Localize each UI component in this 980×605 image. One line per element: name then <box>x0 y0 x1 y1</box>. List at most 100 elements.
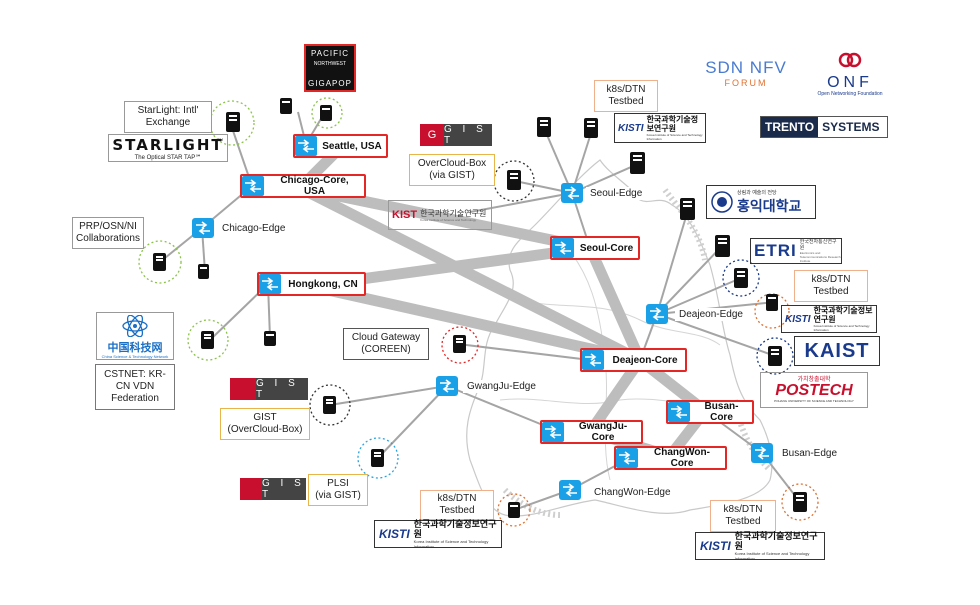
site-line: PRP/OSN/NI <box>79 221 137 232</box>
site-line: Testbed <box>813 286 849 297</box>
logo-text: G I S T <box>262 478 306 500</box>
site-line: (OverCloud-Box) <box>227 424 303 435</box>
core-hongkong[interactable]: Hongkong, CN <box>257 272 366 296</box>
server-icon <box>766 294 778 311</box>
edge-switches <box>192 183 773 500</box>
logo-text: GIGAPOP <box>308 79 352 88</box>
server-icon <box>768 346 782 366</box>
edge-label-deajeon: Deajeon-Edge <box>675 308 747 321</box>
logo-text: G I S T <box>444 124 492 146</box>
etri-logo: ETRI 한국전자통신연구원 Electronics and Telecommu… <box>750 238 842 264</box>
korea-coast-dotted <box>732 399 773 473</box>
site-line: (via GIST) <box>315 490 361 501</box>
logo-text: 한국과학기술연구원 <box>420 208 487 218</box>
core-label: Busan-Core <box>704 401 739 423</box>
site-line: CSTNET: KR- <box>104 369 166 380</box>
kisti-logo-right: KISTI 한국과학기술정보연구원 Korea Institute of Sci… <box>781 305 877 333</box>
logo-text: POHANG UNIVERSITY OF SCIENCE AND TECHNOL… <box>774 399 854 403</box>
switch-icon <box>242 176 264 196</box>
logo-text: Electronics and Telecommunications Resea… <box>799 251 841 263</box>
logo-text: The Optical STAR TAP℠ <box>134 155 202 161</box>
site-line: Collaborations <box>76 233 140 244</box>
logo-text: KISTI <box>700 539 731 553</box>
kist-logo: KIST 한국과학기술연구원 Korea Institute of Scienc… <box>388 200 492 230</box>
onf-emblem-icon <box>838 52 862 68</box>
logo-text: 中国科技网 <box>107 342 163 354</box>
gist-red-cell <box>240 478 262 500</box>
starlight-logo: STARLIGHT The Optical STAR TAP℠ TM <box>108 134 228 162</box>
trunk-chicago-seoul <box>294 182 596 254</box>
logo-text: 한국과학기술정보연구원 <box>813 306 873 324</box>
logo-text: Korea Institute of Science and Technolog… <box>420 217 477 222</box>
site-prp: PRP/OSN/NI Collaborations <box>72 217 144 249</box>
site-starlight: StarLight: Intl' Exchange <box>124 101 212 133</box>
pacific-northwest-gigapop-logo: PACIFIC NORTHWEST GIGAPOP <box>304 44 356 92</box>
core-seattle[interactable]: Seattle, USA <box>293 134 388 158</box>
core-seoul[interactable]: Seoul-Core <box>550 236 640 260</box>
server-icon <box>630 152 645 174</box>
site-line: Exchange <box>145 117 191 128</box>
trento-systems-logo: TRENTO SYSTEMS <box>760 116 888 138</box>
core-busan[interactable]: Busan-Core <box>666 400 754 424</box>
logo-text: China Science & Technology Network <box>101 354 169 359</box>
cstnet-logo: 中国科技网 China Science & Technology Network <box>96 312 174 360</box>
logo-text: SDN NFV <box>705 58 787 77</box>
switch-icon <box>751 443 773 463</box>
logo-text: TM <box>217 137 223 142</box>
hongik-emblem-icon <box>711 191 733 213</box>
server-icon <box>507 170 521 190</box>
core-changwon[interactable]: ChangWon-Core <box>614 446 727 470</box>
kisti-logo-br: KISTI 한국과학기술정보연구원 Korea Institute of Sci… <box>695 531 825 561</box>
kaist-logo: KAIST <box>794 336 880 366</box>
logo-text: 한국과학기술정보연구원 <box>646 115 699 133</box>
logo-text: PACIFIC <box>311 49 349 58</box>
core-label: ChangWon-Core <box>654 447 710 469</box>
gist-red-cell <box>230 378 256 400</box>
logo-text: ETRI <box>754 241 797 260</box>
site-overcloud: OverCloud-Box (via GIST) <box>409 154 495 186</box>
logo-text: POSTECH <box>775 382 853 399</box>
switch-icon <box>559 480 581 500</box>
logo-text: SYSTEMS <box>818 117 884 137</box>
server-icon <box>584 118 598 138</box>
core-gwangju[interactable]: GwangJu-Core <box>540 420 643 444</box>
site-line: k8s/DTN <box>437 493 477 504</box>
gist-logo-mid: G I S T <box>230 378 308 400</box>
switch-icon <box>259 274 281 294</box>
site-line: CN VDN <box>115 381 155 392</box>
logo-text: 가치창출대학 <box>797 377 831 383</box>
logo-text: 상림과 예술의 전당 <box>737 189 777 196</box>
core-deajeon[interactable]: Deajeon-Core <box>580 348 687 372</box>
switch-icon <box>561 183 583 203</box>
core-label: Seoul-Core <box>579 242 634 254</box>
site-cstnet: CSTNET: KR- CN VDN Federation <box>95 364 175 410</box>
gist-logo-top: G G I S T <box>420 124 492 146</box>
logo-text: G I S T <box>256 378 308 400</box>
logo-text: KIST <box>392 209 418 221</box>
core-label: Hongkong, CN <box>288 278 358 290</box>
server-icon <box>537 117 551 137</box>
switch-icon <box>295 136 317 156</box>
site-line: k8s/DTN <box>606 84 646 95</box>
site-line: Testbed <box>608 96 644 107</box>
logo-text: FORUM <box>724 78 768 88</box>
logo-text: KISTI <box>785 313 811 325</box>
hongik-logo: 상림과 예술의 전당 홍익대학교 <box>706 185 816 219</box>
logo-text: KAIST <box>804 339 870 362</box>
korea-province-border <box>519 299 721 346</box>
logo-text: Korea Institute of Science and Technolog… <box>813 324 870 332</box>
server-icon <box>508 502 520 518</box>
gist-logo-bottom: G I S T <box>240 478 306 500</box>
logo-text: 홍익대학교 <box>737 197 802 214</box>
gist-red-cell: G <box>420 124 444 146</box>
logo-text: KISTI <box>618 122 644 134</box>
logo-text: ONF <box>827 74 873 91</box>
server-icon <box>280 98 292 114</box>
logo-text: Korea Institute of Science and Technolog… <box>734 551 810 561</box>
cstnet-atom-icon <box>122 314 148 338</box>
core-chicago[interactable]: Chicago-Core, USA <box>240 174 366 198</box>
switch-icon <box>542 422 564 442</box>
logo-text: KISTI <box>379 527 410 541</box>
site-line: (COREEN) <box>361 344 411 355</box>
